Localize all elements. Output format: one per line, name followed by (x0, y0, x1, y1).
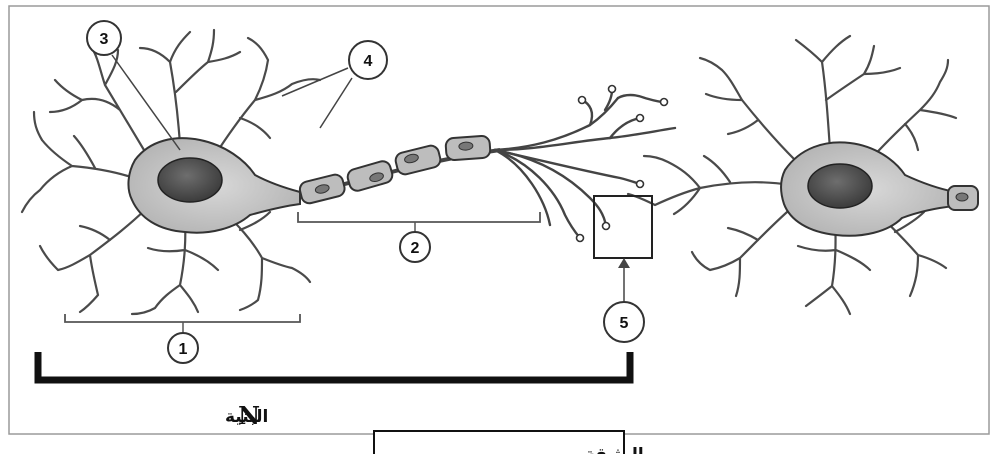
bracket-axon (298, 212, 540, 222)
label-5: 5 (604, 302, 644, 342)
axon (298, 86, 675, 242)
right-nucleus (808, 164, 872, 208)
structure-word: البنية (225, 407, 268, 427)
label-1: 1 (168, 333, 198, 363)
pointer-4a (282, 68, 348, 96)
label-2-text: 2 (411, 240, 420, 257)
right-neuron (628, 36, 978, 314)
pointer-4b (320, 78, 352, 128)
left-neuron (22, 30, 320, 314)
arrowhead-5 (618, 258, 630, 268)
label-3-text: 3 (100, 31, 109, 48)
axon-terminals (495, 90, 675, 238)
label-4: 4 (349, 41, 387, 79)
bracket-dendrites (65, 314, 300, 322)
label-4-text: 4 (364, 53, 373, 70)
left-nucleus (158, 158, 222, 202)
right-axon-myelin (948, 186, 978, 210)
pointer-3 (112, 55, 180, 150)
label-5-text: 5 (620, 315, 629, 332)
label-2: 2 (400, 232, 430, 262)
structure-bracket (38, 352, 630, 380)
caption-text: الوثيقة (585, 445, 644, 454)
label-3: 3 (87, 21, 121, 55)
label-1-text: 1 (179, 341, 188, 358)
